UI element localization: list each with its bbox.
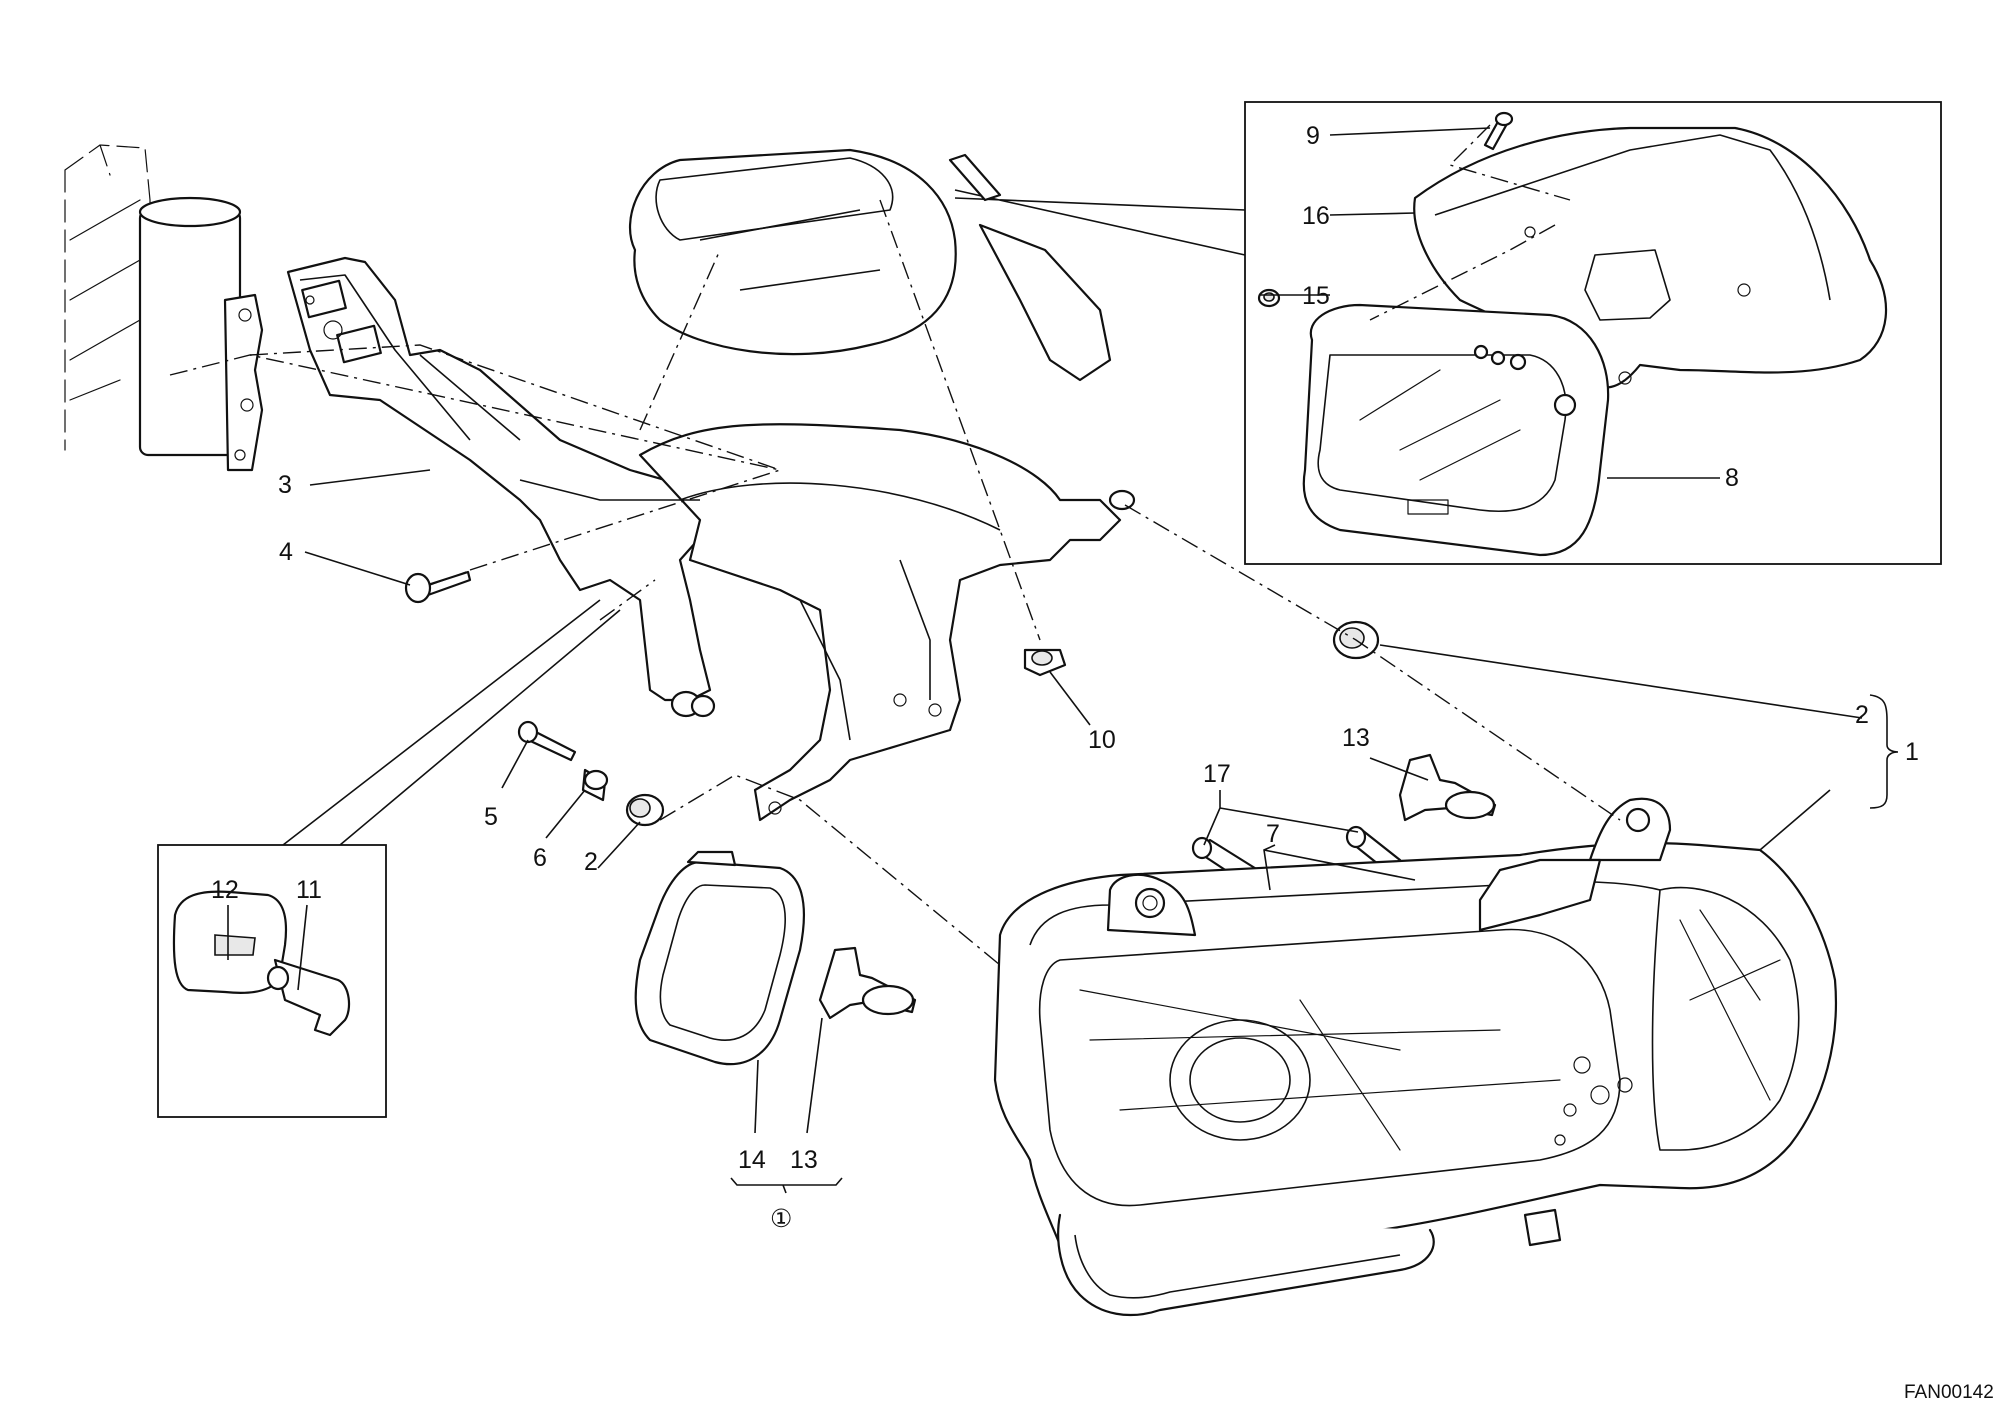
callout-15: 15	[1302, 282, 1330, 310]
spacer-part-6	[581, 768, 609, 802]
dashboard-display-part-8	[1302, 303, 1610, 557]
figure-code: FAN00142	[1904, 1382, 1994, 1403]
screw-part-9	[1483, 111, 1514, 151]
bolt-part-4	[404, 570, 472, 604]
headlight-assembly-part-1	[993, 797, 1838, 1317]
callout-13-upper: 13	[1342, 724, 1370, 752]
grommet-part-10	[1023, 648, 1067, 677]
bulb-boot-part-14	[634, 850, 805, 1066]
kit-marker: ①	[770, 1205, 792, 1233]
grommet-part-12	[172, 890, 288, 994]
bulb-part-13-lower	[818, 946, 917, 1020]
callout-13-lower: 13	[790, 1146, 818, 1174]
callout-17: 17	[1203, 760, 1231, 788]
callout-labels: 1 2 2 3 4 5 6 7 8 9 10 11 12 13 13 14 15…	[211, 122, 1994, 1403]
fastener-detail-box	[157, 844, 387, 1118]
callout-6: 6	[533, 844, 547, 872]
leader-lines	[227, 127, 1899, 1194]
callout-10: 10	[1088, 726, 1116, 754]
instrument-box-connector	[954, 189, 1246, 256]
bulb-part-13-upper	[1398, 753, 1497, 822]
callout-2-left: 2	[584, 848, 598, 876]
connector-part-11	[266, 958, 351, 1037]
assembly-lines	[169, 124, 1621, 966]
callout-7: 7	[1266, 820, 1280, 848]
callout-11: 11	[296, 876, 322, 904]
callout-3: 3	[278, 471, 292, 499]
frame-stub	[64, 144, 264, 472]
fastener-box-connector	[282, 599, 621, 846]
bolt-part-5	[517, 720, 577, 762]
instrument-detail-box	[1244, 101, 1942, 565]
headlight-bracket	[286, 148, 1136, 822]
grommet-part-2-left	[625, 793, 665, 827]
grommet-part-15	[1257, 288, 1281, 308]
callout-16: 16	[1302, 202, 1330, 230]
callout-1: 1	[1905, 738, 1919, 766]
callout-5: 5	[484, 803, 498, 831]
callout-12: 12	[211, 876, 239, 904]
callout-14: 14	[738, 1146, 766, 1174]
callout-8: 8	[1725, 464, 1739, 492]
callout-4: 4	[279, 538, 293, 566]
callout-2-right: 2	[1855, 701, 1869, 729]
callout-9: 9	[1306, 122, 1320, 150]
